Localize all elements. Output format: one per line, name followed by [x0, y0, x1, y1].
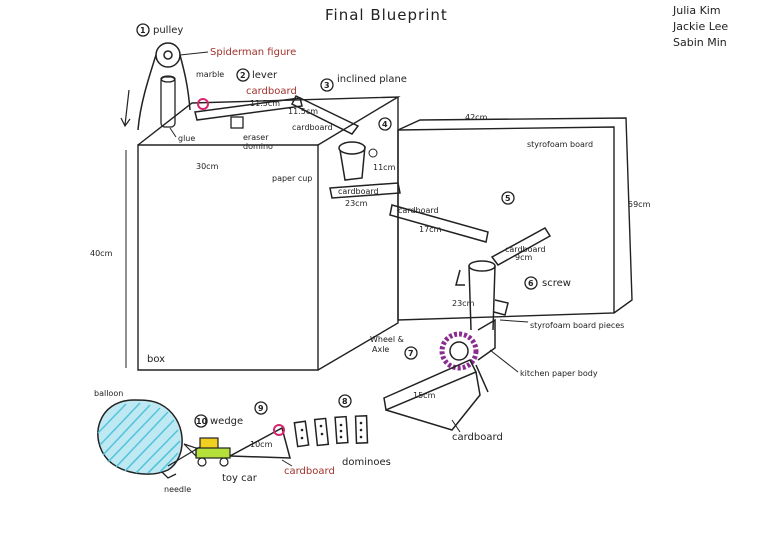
- wedge-label: wedge: [210, 416, 243, 427]
- step-10-num: 10: [196, 417, 208, 426]
- cup-dim: 11cm: [373, 163, 396, 172]
- ramp-3-dim: 9cm: [515, 253, 532, 262]
- cup-marble: [368, 148, 378, 158]
- step-6-badge: [524, 276, 538, 290]
- step-1-num: 1: [140, 26, 146, 35]
- step-7-num: 7: [408, 349, 414, 358]
- box-label: box: [147, 354, 165, 365]
- ramp-2-dim: 17cm: [419, 225, 442, 234]
- paper-cup-label: paper cup: [272, 174, 312, 183]
- dominoes-label: dominoes: [342, 457, 391, 468]
- dominoes: [293, 415, 369, 448]
- author-3: Sabin Min: [673, 36, 727, 49]
- domino-label: domino: [243, 142, 273, 151]
- wedge-dim: 10cm: [250, 440, 273, 449]
- final-cardboard-label: cardboard: [452, 432, 503, 443]
- wheel-axle-label-1: Wheel &: [370, 335, 404, 344]
- step-2-badge: [236, 68, 250, 82]
- board-width-dim: 42cm: [465, 113, 488, 122]
- kitchen-paper-label: kitchen paper body: [520, 369, 598, 378]
- box-width-dim: 30cm: [196, 162, 219, 171]
- step-10-badge: [194, 414, 208, 428]
- styrofoam-board-label: styrofoam board: [527, 140, 593, 149]
- ramp-1: [329, 182, 401, 199]
- board-height-dim: 59cm: [628, 200, 651, 209]
- glue-pointer: [169, 127, 177, 138]
- ramp-2: [389, 204, 489, 243]
- box-height-dim: 40cm: [90, 249, 113, 258]
- step-1-badge: [136, 23, 150, 37]
- kitchen-paper-pointer: [489, 349, 519, 373]
- lever-dim: 11.5cm: [250, 99, 280, 108]
- screw-label: screw: [542, 278, 571, 289]
- spiderman-label: Spiderman figure: [210, 47, 296, 58]
- final-cardboard-pointer: [451, 419, 461, 433]
- step-3-badge: [320, 78, 334, 92]
- step-8-num: 8: [342, 397, 348, 406]
- inclined-label: inclined plane: [337, 74, 407, 85]
- step-8-badge: [338, 394, 352, 408]
- lever-board: [194, 97, 303, 121]
- eraser: [230, 116, 244, 129]
- toy-car-label: toy car: [222, 473, 258, 484]
- step-9-badge: [254, 401, 268, 415]
- ramp-2-label: cardboard: [398, 206, 439, 215]
- screw-dim: 23cm: [452, 299, 475, 308]
- step-5-badge: [501, 191, 515, 205]
- wedge-cardboard-label: cardboard: [284, 466, 335, 477]
- ramp-3-label: cardboard: [505, 245, 546, 254]
- axle-frame: [475, 318, 496, 393]
- needle-label: needle: [164, 485, 191, 494]
- pulley-label: pulley: [153, 25, 183, 36]
- final-ramp: [383, 359, 481, 431]
- balloon-label: balloon: [94, 389, 123, 398]
- step-3-num: 3: [324, 81, 330, 90]
- lever-label: lever: [252, 70, 278, 81]
- screw-tube: [455, 260, 509, 331]
- styrofoam-pieces-label: styrofoam board pieces: [530, 321, 624, 330]
- author-1: Julia Kim: [672, 4, 721, 17]
- domino-dots: [300, 421, 363, 440]
- marble: [197, 98, 209, 110]
- ramp-3: [490, 227, 552, 266]
- wedge-ramp: [227, 426, 291, 459]
- step-6-num: 6: [528, 279, 534, 288]
- step-4-num: 4: [382, 120, 388, 129]
- wheel-gear: [439, 331, 479, 371]
- final-ramp-dim: 15cm: [413, 391, 436, 400]
- step-7-badge: [404, 346, 418, 360]
- wheel-axle-label-2: Axle: [372, 345, 389, 354]
- glue-label: glue: [178, 134, 195, 143]
- step-5-num: 5: [505, 194, 511, 203]
- needle: [167, 446, 201, 467]
- ramp-1-label: cardboard: [338, 187, 379, 196]
- balloon: [97, 399, 183, 479]
- eraser-label: eraser: [243, 133, 269, 142]
- paper-cup: [338, 141, 366, 181]
- ramp-1-dim: 23cm: [345, 199, 368, 208]
- pulley: [120, 42, 191, 131]
- wedge-cardboard-pointer: [281, 459, 293, 467]
- styrofoam-board: [397, 117, 633, 321]
- incline-cardboard-label: cardboard: [292, 123, 333, 132]
- toy-car: [183, 437, 231, 467]
- step-4-badge: [378, 117, 392, 131]
- incline-dim: 11.5cm: [288, 107, 318, 116]
- marble-label: marble: [196, 70, 224, 79]
- title: Final Blueprint: [325, 6, 448, 24]
- author-2: Jackie Lee: [672, 20, 728, 33]
- spiderman-pointer: [179, 51, 209, 56]
- step-2-num: 2: [240, 71, 246, 80]
- wedge-marble: [273, 424, 285, 436]
- step-9-num: 9: [258, 404, 264, 413]
- incline-board: [290, 95, 360, 135]
- lever-cardboard-label: cardboard: [246, 86, 297, 97]
- pieces-pointer: [499, 319, 529, 323]
- spiderman-figure: [160, 75, 176, 128]
